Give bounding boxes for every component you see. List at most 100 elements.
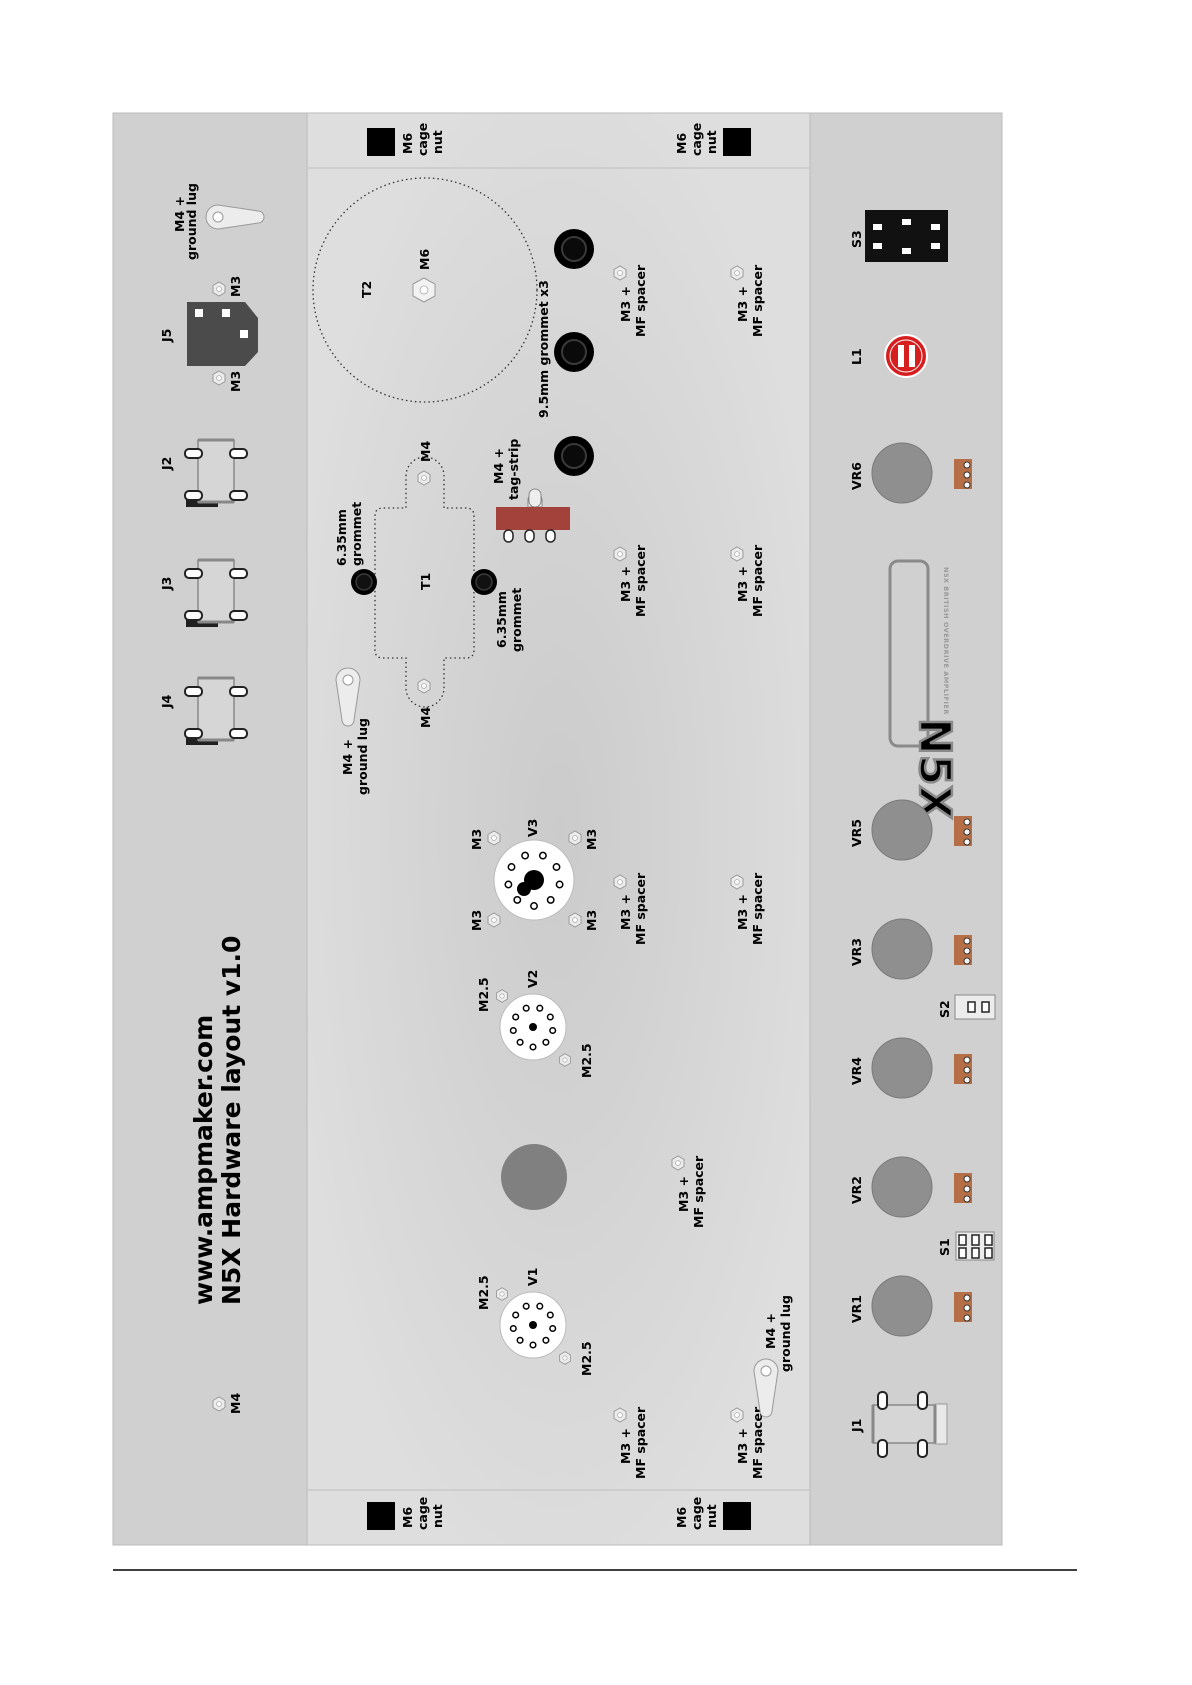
grommet-9-5mm [553,228,595,270]
svg-text:M2.5: M2.5 [579,1341,594,1376]
svg-text:M3 +: M3 + [676,1176,691,1212]
svg-text:grommet: grommet [509,588,524,652]
valve-pin [530,902,538,910]
grommet-9-5mm [553,331,595,373]
cage-nut [367,1502,395,1530]
label-grommet-9-5mm: 9.5mm grommet x3 [536,280,551,418]
valve-pin [529,1043,537,1051]
label-s1: S1 [937,1238,952,1256]
valve-pin [542,1336,550,1344]
hex-nut-m2-5 [559,1351,571,1365]
hex-nut-m3 [487,912,501,928]
valve-pin [538,851,547,860]
svg-text:M6: M6 [674,1507,689,1528]
label-m3: M3 [228,371,243,392]
valve-pin [546,1311,554,1319]
label-l1: L1 [849,348,864,365]
svg-text:M3 +: M3 + [618,566,633,602]
svg-text:M3 +: M3 + [618,894,633,930]
svg-text:ground lug: ground lug [778,1295,793,1372]
svg-text:M3 +: M3 + [618,286,633,322]
svg-text:nut: nut [704,130,719,154]
label-v3: V3 [525,819,540,837]
label-t2: T2 [359,281,374,298]
switch-s2 [954,994,996,1020]
switch-s1 [955,1231,995,1261]
hex-nut-m3 [613,874,627,890]
svg-text:M6: M6 [400,1507,415,1528]
label-j1: J1 [849,1419,864,1433]
svg-text:M3 +: M3 + [618,1428,633,1464]
svg-text:MF spacer: MF spacer [750,544,765,617]
hex-nut-m2-5 [496,989,508,1003]
label-m3: M3 [228,276,243,297]
svg-text:M2.5: M2.5 [579,1043,594,1078]
hex-nut-m2-5 [559,1053,571,1067]
svg-text:M3: M3 [584,829,599,850]
valve-pin [504,880,513,889]
hex-nut-m4 [212,1396,226,1412]
svg-text:MF spacer: MF spacer [750,264,765,337]
valve-pin [512,1013,520,1021]
j5-iec-inlet [187,302,258,366]
t1-outline [374,456,475,708]
label-vr2: VR2 [849,1176,864,1204]
logo-tagline: N5X BRITISH OVERDRIVE AMPLIFIER [942,567,950,715]
valve-pin [546,1013,554,1021]
valve-pin [507,863,516,871]
svg-text:tag-strip: tag-strip [506,439,521,500]
label-j4: J4 [159,694,174,709]
svg-text:MF spacer: MF spacer [633,544,648,617]
valve-pin [542,1038,550,1046]
valve-socket-v1 [499,1291,567,1359]
valve-pin [549,1026,557,1035]
svg-text:M3: M3 [584,910,599,931]
label-m4: M4 [418,441,433,462]
valve-socket-v2-pins [509,1004,557,1051]
label-vr4: VR4 [849,1057,864,1085]
hex-nut-m3 [730,265,744,281]
svg-text:nut: nut [430,130,445,154]
valve-pin [516,1336,524,1344]
svg-text:MF spacer: MF spacer [750,872,765,945]
valve-pin [513,895,522,904]
hex-nut-m3 [613,1407,627,1423]
svg-text:MF spacer: MF spacer [633,1406,648,1479]
title-line-2: N5X Hardware layout v1.0 [217,936,246,1305]
svg-text:grommet: grommet [349,502,364,566]
label-v2: V2 [525,970,540,988]
label-j5: J5 [159,329,174,343]
switch-s3 [865,210,948,262]
svg-text:M4 +: M4 + [763,1313,778,1349]
label-ground-lug: ground lug [184,183,199,260]
label-m4: M4 [418,707,433,728]
t2-outline [312,177,538,403]
valve-pin [509,1324,517,1333]
capacitor-clamp [501,1144,567,1210]
valve-pin [522,1004,530,1012]
svg-text:nut: nut [704,1504,719,1528]
valve-pin [516,1038,524,1046]
hex-nut-m3 [212,370,226,386]
label-m6: M6 [417,249,432,270]
valve-pin [546,895,555,904]
valve-socket-v1-pins [509,1302,557,1349]
svg-text:M3 +: M3 + [735,894,750,930]
hex-nut-m3 [568,912,582,928]
hex-nut-m2-5 [496,1287,508,1301]
svg-text:M2.5: M2.5 [476,977,491,1012]
svg-text:cage: cage [415,1497,430,1530]
valve-socket-v3-pins [504,851,564,910]
hex-nut-m3 [730,546,744,562]
valve-pin [536,1004,544,1012]
hex-nut-m3 [671,1155,685,1171]
svg-text:M4 +: M4 + [340,739,355,775]
svg-text:MF spacer: MF spacer [633,264,648,337]
hex-nut-m3 [487,830,501,846]
label-s3: S3 [849,230,864,248]
hex-nut-m3 [613,546,627,562]
label-vr6: VR6 [849,462,864,490]
cage-nut [723,128,751,156]
valve-socket-v2 [499,993,567,1061]
